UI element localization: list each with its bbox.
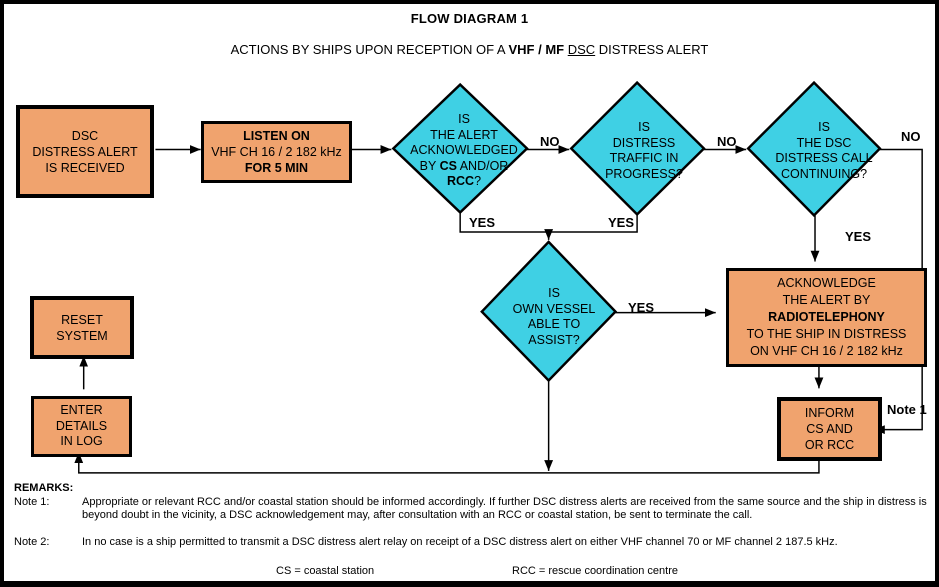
connector-layer [74,80,923,474]
yes-label-4: YES [628,300,655,315]
yes-label-3: YES [845,229,872,244]
own-vessel-diamond [480,240,618,383]
yes-label-1: YES [469,215,496,230]
dsc-continuing-text: IS THE DSC DISTRESS CALL CONTINUING? [775,120,873,181]
dsc-continuing-diamond [746,80,882,218]
rcc-definition: RCC = rescue coordination centre [512,565,678,577]
distress-traffic-diamond [569,80,706,217]
note1-row: Note 1: Appropriate or relevant RCC and/… [14,496,933,523]
note1-label: Note 1: [14,495,50,508]
note2-row: Note 2: In no case is a ship permitted t… [14,536,933,550]
acknowledge-box: ACKNOWLEDGE THE ALERT BY RADIOTELEPHONY … [726,268,927,367]
page-subtitle: ACTIONS BY SHIPS UPON RECEPTION OF A VHF… [230,42,709,57]
inform-box: INFORM CS AND OR RCC [777,397,882,461]
remarks-heading: REMARKS: [14,482,74,494]
own-vessel-text: IS OWN VESSEL ABLE TO ASSIST? [512,286,596,347]
note1-tag: Note 1 [887,402,927,417]
alert-acknowledged-diamond [391,82,529,215]
cs-definition: CS = coastal station [276,565,375,577]
no-label-3: NO [901,129,921,144]
enter-log-box: ENTER DETAILS IN LOG [31,396,132,457]
yes-label-2: YES [608,215,635,230]
distress-traffic-text: IS DISTRESS TRAFFIC IN PROGRESS? [605,120,683,181]
alert-acknowledged-text: IS THE ALERT ACKNOWLEDGED BY CS AND/OR R… [410,112,518,188]
page-title: FLOW DIAGRAM 1 [410,11,529,26]
reset-system-box: RESET SYSTEM [30,296,134,359]
listen-box: LISTEN ON VHF CH 16 / 2 182 kHz FOR 5 MI… [201,121,352,183]
arrow-inform-to-enter-log [74,452,820,474]
received-box: DSC DISTRESS ALERT IS RECEIVED [16,105,154,198]
no-label-2: NO [717,134,737,149]
no-label-1: NO [540,134,560,149]
note2-label: Note 2: [14,535,50,548]
note2-text: In no case is a ship permitted to transm… [82,535,838,548]
remarks-section: REMARKS: Note 1: Appropriate or relevant… [14,482,933,549]
note1-text: Appropriate or relevant RCC and/or coast… [82,495,927,522]
